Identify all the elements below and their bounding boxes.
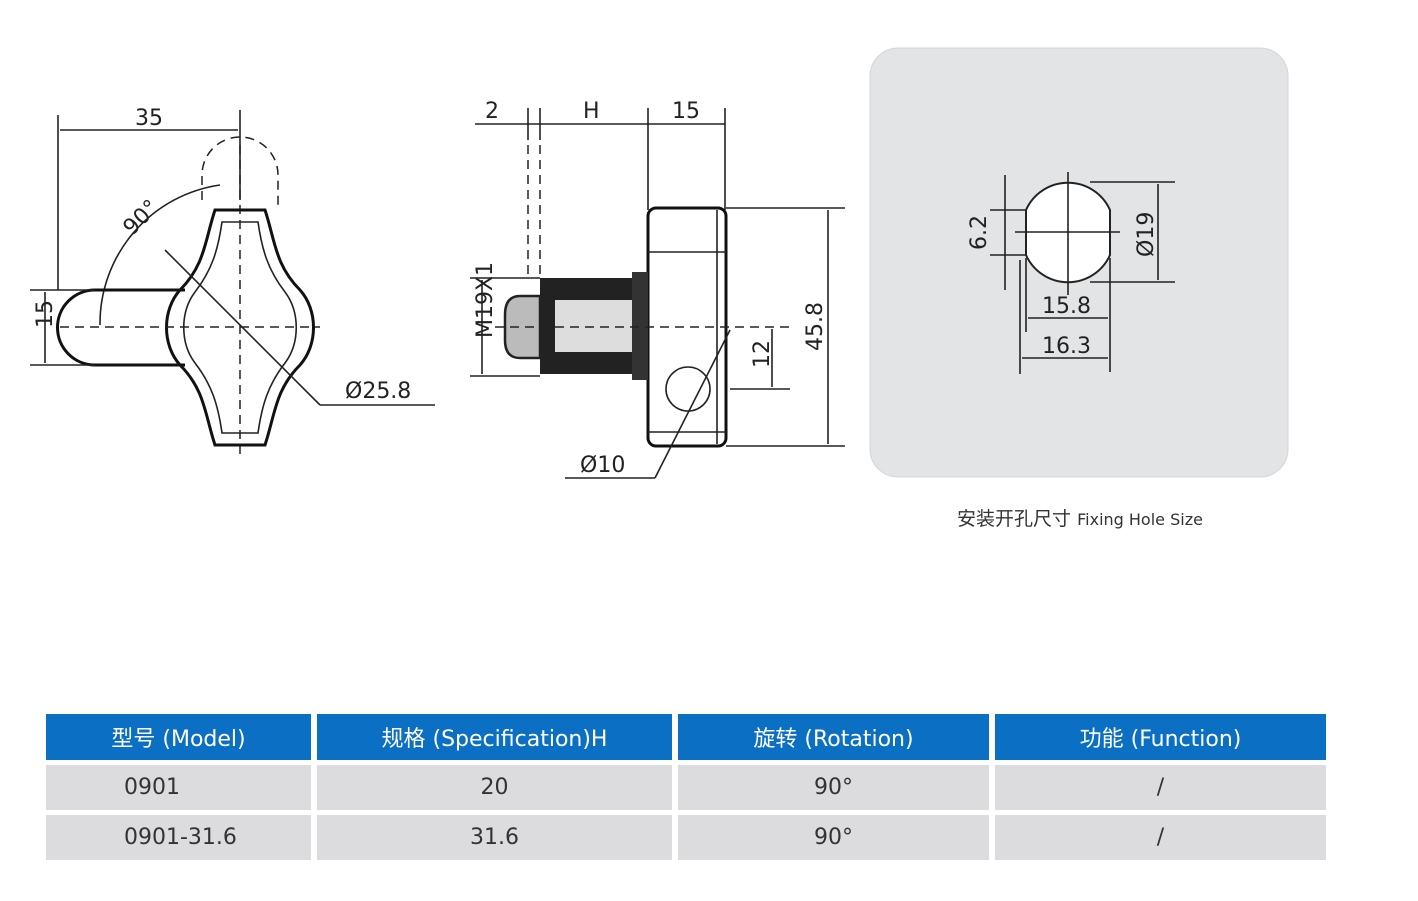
hole-dim: Ø10 — [580, 453, 625, 478]
cell-function: / — [995, 765, 1326, 810]
diameter-dim: Ø25.8 — [345, 379, 411, 404]
dim-15-8: 15.8 — [1042, 294, 1091, 319]
front-view: 35 90° 15 Ø25.8 — [30, 106, 435, 460]
cell-model: 0901 — [46, 765, 311, 810]
height-dim: 15 — [33, 300, 58, 328]
cell-rotation: 90° — [678, 765, 989, 810]
width-dim: 35 — [135, 106, 163, 131]
table-header-row: 型号 (Model) 规格 (Specification)H 旋转 (Rotat… — [46, 714, 1326, 760]
spec-table: 型号 (Model) 规格 (Specification)H 旋转 (Rotat… — [40, 709, 1332, 865]
table-row: 0901-31.6 31.6 90° / — [46, 815, 1326, 860]
angle-dim: 90° — [119, 195, 164, 240]
header-specification: 规格 (Specification)H — [317, 714, 672, 760]
dim-6-2: 6.2 — [967, 215, 992, 250]
dim-45-8: 45.8 — [803, 302, 828, 351]
caption-en: Fixing Hole Size — [1077, 510, 1203, 529]
fixing-hole-panel: Ø19 6.2 15.8 16.3 — [869, 47, 1289, 478]
cell-specification: 31.6 — [317, 815, 672, 860]
table-row: 0901 20 90° / — [46, 765, 1326, 810]
fixing-hole-caption: 安装开孔尺寸 Fixing Hole Size — [870, 504, 1290, 531]
header-function: 功能 (Function) — [995, 714, 1326, 760]
thread-dim: M19X1 — [473, 262, 498, 338]
dim-15: 15 — [672, 99, 700, 124]
header-model: 型号 (Model) — [46, 714, 311, 760]
cell-rotation: 90° — [678, 815, 989, 860]
dim-16-3: 16.3 — [1042, 334, 1091, 359]
cell-model: 0901-31.6 — [46, 815, 311, 860]
side-view: 2 H 15 M19X1 Ø10 12 45.8 — [470, 99, 845, 479]
header-rotation: 旋转 (Rotation) — [678, 714, 989, 760]
cell-function: / — [995, 815, 1326, 860]
dim-h: H — [583, 99, 600, 124]
caption-cn: 安装开孔尺寸 — [957, 508, 1072, 530]
dim-2: 2 — [485, 99, 499, 124]
cell-specification: 20 — [317, 765, 672, 810]
dim-12: 12 — [750, 340, 775, 368]
dim-19: Ø19 — [1134, 212, 1159, 257]
